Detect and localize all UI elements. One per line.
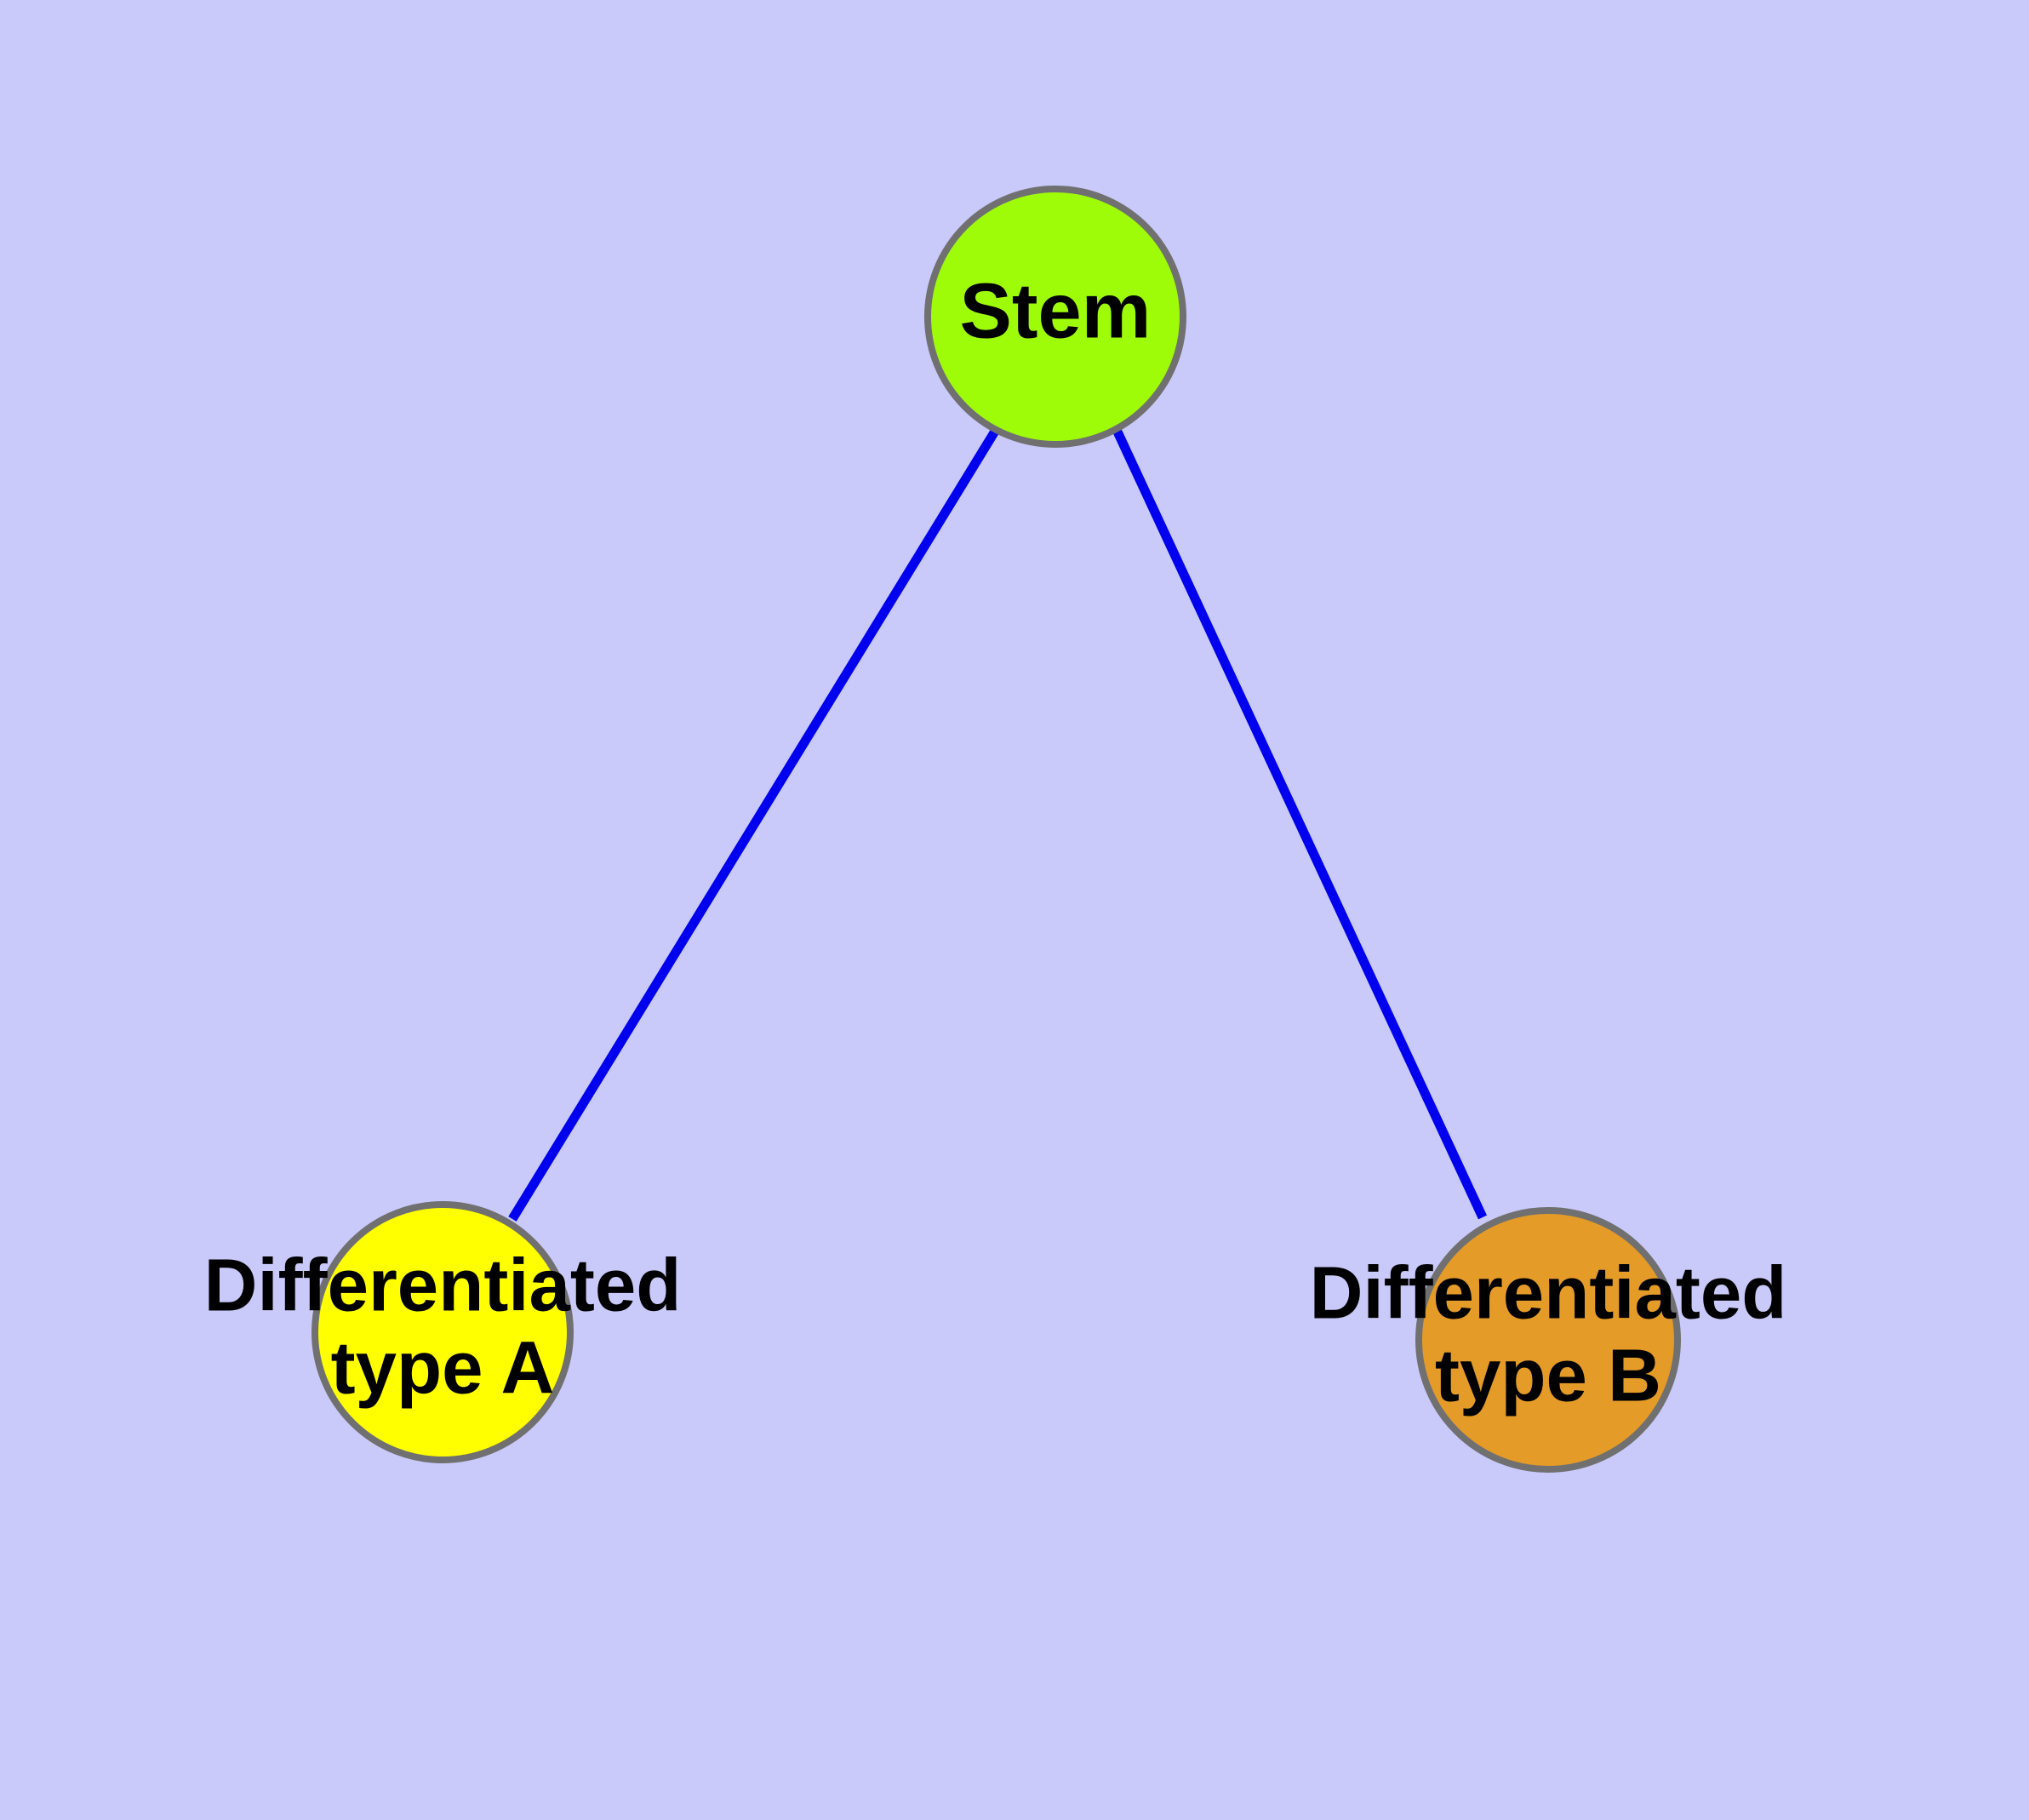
node-stem[interactable]: Stem: [924, 186, 1186, 448]
node-differentiated-type-a[interactable]: Differentiated type A: [204, 1201, 682, 1463]
node-differentiated-type-b[interactable]: Differentiated type B: [1310, 1207, 1787, 1473]
node-differentiated-type-a-circle[interactable]: [311, 1201, 574, 1463]
edge-stem-to-differentiated-type-a[interactable]: [508, 427, 1000, 1222]
node-differentiated-type-b-label-line1: Differentiated: [1310, 1251, 1787, 1334]
edge-stem-to-differentiated-type-b[interactable]: [1112, 427, 1487, 1220]
edge-layer: [508, 427, 1487, 1222]
node-stem-label: Stem: [960, 267, 1152, 354]
node-differentiated-type-a-label-line2: type A: [331, 1326, 555, 1409]
node-differentiated-type-b-circle[interactable]: [1415, 1207, 1681, 1473]
node-differentiated-type-b-label-line2: type B: [1435, 1334, 1661, 1417]
node-stem-circle[interactable]: [924, 186, 1186, 448]
node-differentiated-type-a-label-line1: Differentiated: [204, 1244, 682, 1326]
